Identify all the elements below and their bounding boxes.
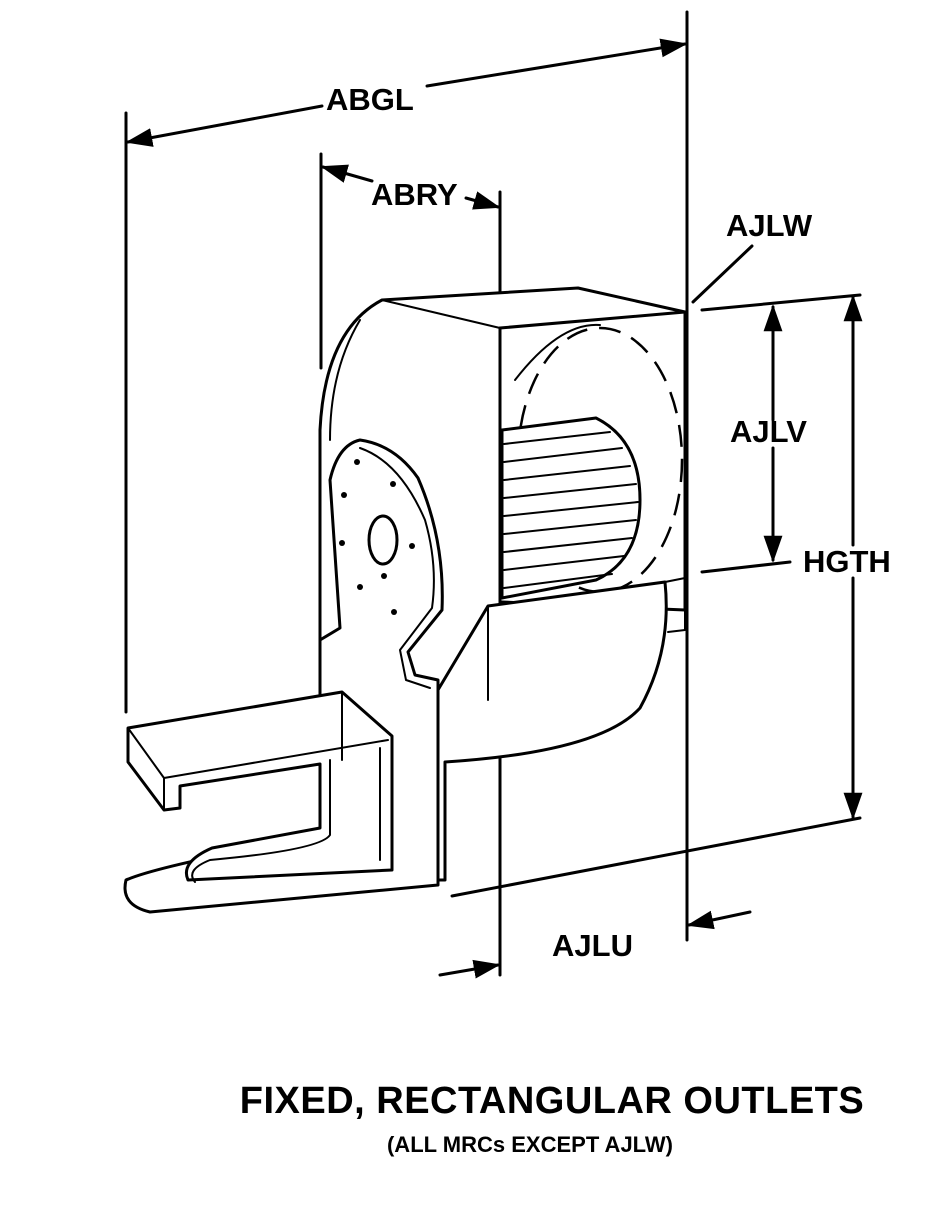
label-abry: ABRY	[371, 177, 458, 212]
label-ajlu: AJLU	[552, 928, 633, 963]
label-ajlw: AJLW	[726, 208, 813, 243]
label-abgl: ABGL	[326, 82, 414, 117]
blower-housing	[123, 286, 687, 914]
label-hgth: HGTH	[803, 544, 891, 579]
blower-wheel	[500, 416, 642, 600]
figure-title: FIXED, RECTANGULAR OUTLETS	[239, 1080, 865, 1122]
figure-subtitle: (ALL MRCs EXCEPT AJLW)	[386, 1132, 673, 1157]
label-ajlv: AJLV	[730, 414, 807, 449]
